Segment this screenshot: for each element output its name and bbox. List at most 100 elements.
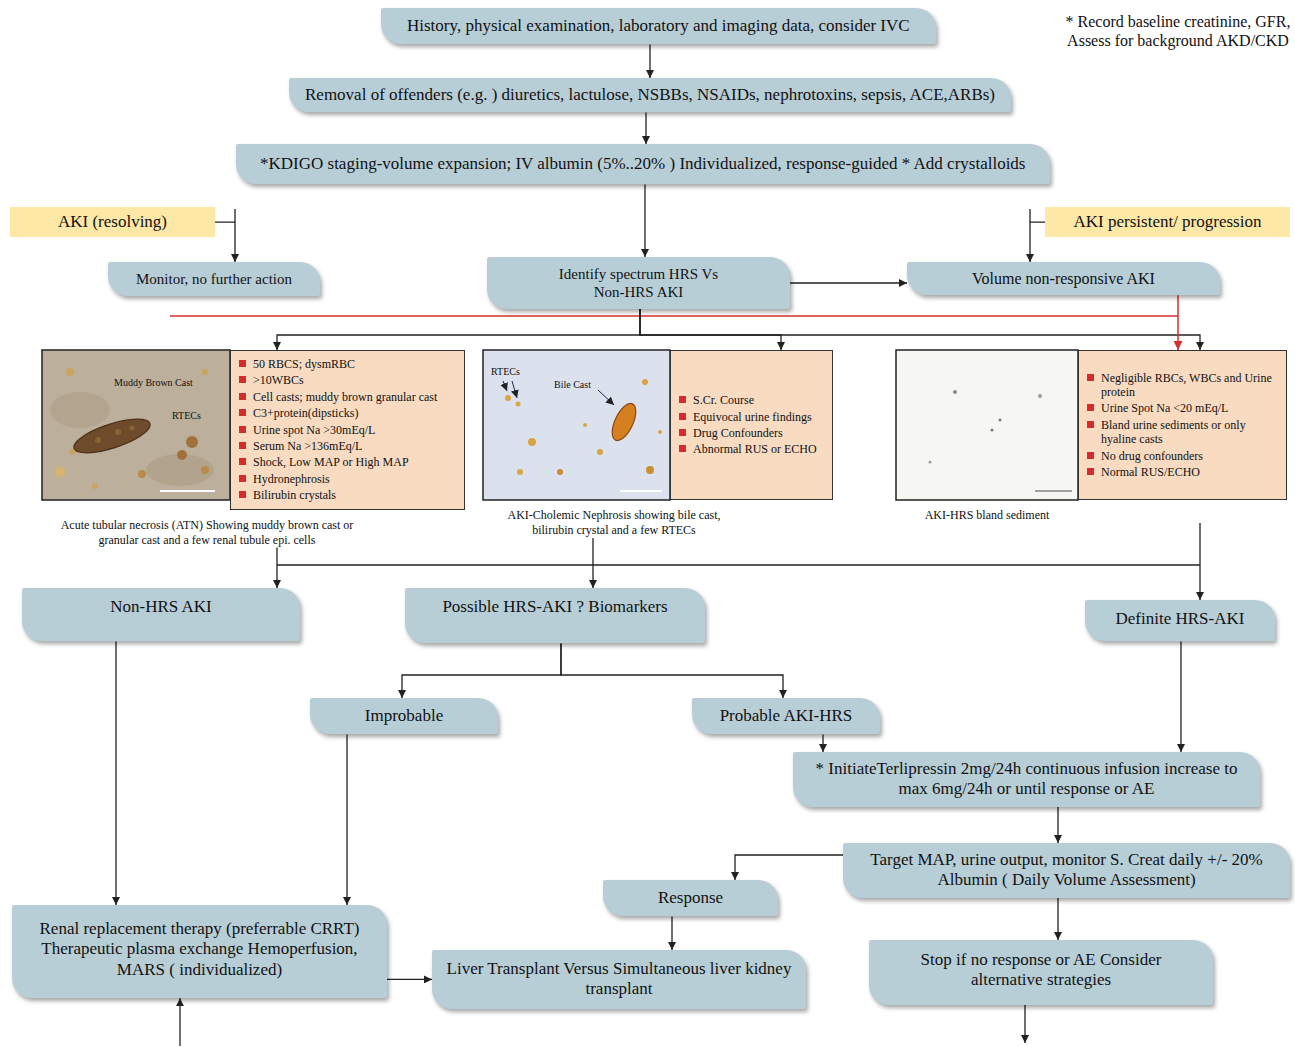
node-text: Probable AKI-HRS [700, 706, 872, 726]
debris [528, 438, 536, 446]
node-text: History, physical examination, laborator… [407, 16, 910, 36]
debris [66, 368, 74, 376]
bullet-marker [679, 445, 686, 452]
rtec-cell [186, 436, 198, 448]
list-item: 50 RBCS; dysmRBC [239, 357, 458, 371]
finding-panel: 50 RBCS; dysmRBC>10WBCsCell casts; muddy… [42, 350, 465, 548]
leader-arrow [512, 381, 517, 398]
debris [138, 470, 146, 478]
list-item-text: C3+protein(dipsticks) [253, 406, 358, 420]
process-box: Possible HRS-AKI ? Biomarkers [405, 588, 705, 643]
process-box: Volume non-responsive AKI [907, 262, 1220, 295]
node-text: Volume non-responsive AKI [915, 269, 1212, 288]
process-box: Liver Transplant Versus Simultaneous liv… [432, 950, 806, 1009]
node-text: Response [611, 888, 770, 908]
atn-micrograph [42, 350, 230, 500]
debris [92, 483, 98, 489]
open-arrow [179, 998, 180, 1046]
micrograph-label: RTECs [170, 410, 203, 422]
flow-connector [592, 538, 593, 588]
flow-connector [640, 309, 781, 350]
flow-connector [346, 734, 347, 905]
granule [130, 426, 135, 431]
flow-connector [115, 641, 116, 905]
debris [517, 469, 523, 475]
list-item-text: Bland urine sediments or only hyaline ca… [1101, 418, 1246, 446]
branch-tag: AKI persistent/ progression [1045, 207, 1290, 237]
muddy-brown-cast [70, 412, 154, 460]
flow-connector [215, 222, 235, 262]
criteria-box: Negligible RBCs, WBCs and Urine proteinU… [1078, 350, 1287, 500]
scale-bar [160, 490, 215, 492]
speck [999, 419, 1002, 422]
bullet-marker [239, 442, 246, 449]
bullet-marker [239, 458, 246, 465]
flow-connector [387, 979, 432, 980]
debris [557, 469, 563, 475]
process-box: Monitor, no further action [108, 262, 320, 296]
list-item: Urine Spot Na <20 mEq/L [1087, 401, 1280, 415]
speck [929, 461, 932, 464]
flow-connector [1180, 641, 1181, 752]
flow-connector [644, 184, 645, 257]
node-text: Identify spectrum HRS Vs Non-HRS AKI [556, 265, 721, 301]
process-box: Response [603, 880, 778, 916]
node-text: *KDIGO staging-volume expansion; IV albu… [260, 154, 1026, 174]
process-box: History, physical examination, laborator… [381, 8, 936, 44]
process-box: Identify spectrum HRS Vs Non-HRS AKI [487, 257, 790, 309]
process-box: Renal replacement therapy (preferrable C… [12, 905, 387, 998]
process-box: Definite HRS-AKI [1085, 600, 1275, 641]
process-box: Probable AKI-HRS [692, 698, 880, 734]
list-item-text: Urine Spot Na <20 mEq/L [1101, 401, 1228, 415]
debris [202, 369, 208, 375]
bullet-marker [239, 426, 246, 433]
bullet-marker [1087, 452, 1094, 459]
list-item: Bland urine sediments or only hyaline ca… [1087, 418, 1280, 447]
list-item-text: Equivocal urine findings [693, 410, 812, 424]
process-box: Stop if no response or AE Consider alter… [869, 940, 1213, 1005]
list-item-text: Bilirubin crystals [253, 488, 336, 502]
list-item: Serum Na >136mEq/L [239, 439, 458, 453]
bullet-marker [679, 396, 686, 403]
list-item: S.Cr. Course [679, 393, 826, 407]
process-box: *KDIGO staging-volume expansion; IV albu… [236, 144, 1050, 184]
list-item-text: Cell casts; muddy brown granular cast [253, 390, 437, 404]
list-item: Cell casts; muddy brown granular cast [239, 390, 458, 404]
bile-cast [607, 400, 640, 444]
list-item-text: Abnormal RUS or ECHO [693, 442, 817, 456]
debris [642, 379, 648, 385]
list-item: Urine spot Na >30mEq/L [239, 423, 458, 437]
flow-connector [1057, 807, 1058, 843]
finding-panel: Negligible RBCs, WBCs and Urine proteinU… [896, 350, 1287, 523]
node-text: Improbable [318, 706, 490, 726]
figure-caption: Acute tubular necrosis (ATN) Showing mud… [42, 518, 372, 548]
flow-connector [1030, 222, 1045, 262]
bullet-marker [239, 475, 246, 482]
bullet-marker [239, 409, 246, 416]
list-item: Bilirubin crystals [239, 488, 458, 502]
speck [1038, 394, 1042, 398]
flow-connector [1199, 523, 1200, 600]
list-item-text: Negligible RBCs, WBCs and Urine protein [1101, 371, 1272, 399]
micrograph-label: Muddy Brown Cast [112, 377, 195, 389]
flow-connector [276, 548, 277, 588]
figure-caption: AKI-Cholemic Nephrosis showing bile cast… [489, 508, 739, 538]
bullet-marker [1087, 421, 1094, 428]
granule [95, 437, 101, 443]
leader-arrow [598, 390, 614, 405]
debris [201, 466, 209, 474]
process-box: Improbable [310, 698, 498, 734]
list-item: No drug confounders [1087, 449, 1280, 463]
list-item-text: Serum Na >136mEq/L [253, 439, 362, 453]
list-item-text: 50 RBCS; dysmRBC [253, 357, 355, 371]
debris [658, 430, 662, 434]
node-text: Monitor, no further action [116, 270, 312, 288]
branch-tick [234, 209, 235, 222]
debris [583, 423, 587, 427]
bullet-marker [679, 413, 686, 420]
flow-connector [561, 643, 783, 698]
list-item-text: Drug Confounders [693, 426, 783, 440]
process-box: Removal of offenders (e.g. ) diuretics, … [289, 78, 1011, 112]
open-arrow [1024, 1005, 1025, 1043]
